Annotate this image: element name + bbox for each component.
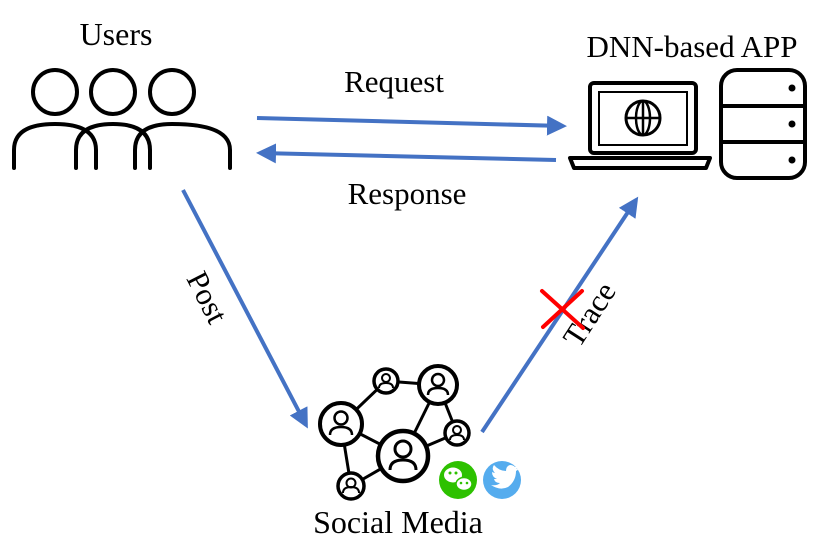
users-label: Users	[80, 16, 153, 52]
app-label: DNN-based APP	[587, 29, 798, 64]
response-arrow	[256, 143, 557, 164]
trace-arrow	[480, 196, 639, 434]
request-label: Request	[344, 64, 444, 99]
post-arrow	[181, 189, 308, 429]
response-label: Response	[348, 176, 467, 211]
database-icon	[719, 68, 807, 180]
red-cross-icon	[540, 289, 585, 330]
request-arrow	[256, 115, 567, 136]
social-media-label: Social Media	[313, 504, 483, 540]
laptop-globe-icon	[568, 81, 712, 170]
twitter-icon	[483, 461, 521, 499]
users-group-icon	[12, 68, 232, 170]
wechat-icon	[439, 461, 477, 499]
social-network-icon	[318, 364, 471, 501]
